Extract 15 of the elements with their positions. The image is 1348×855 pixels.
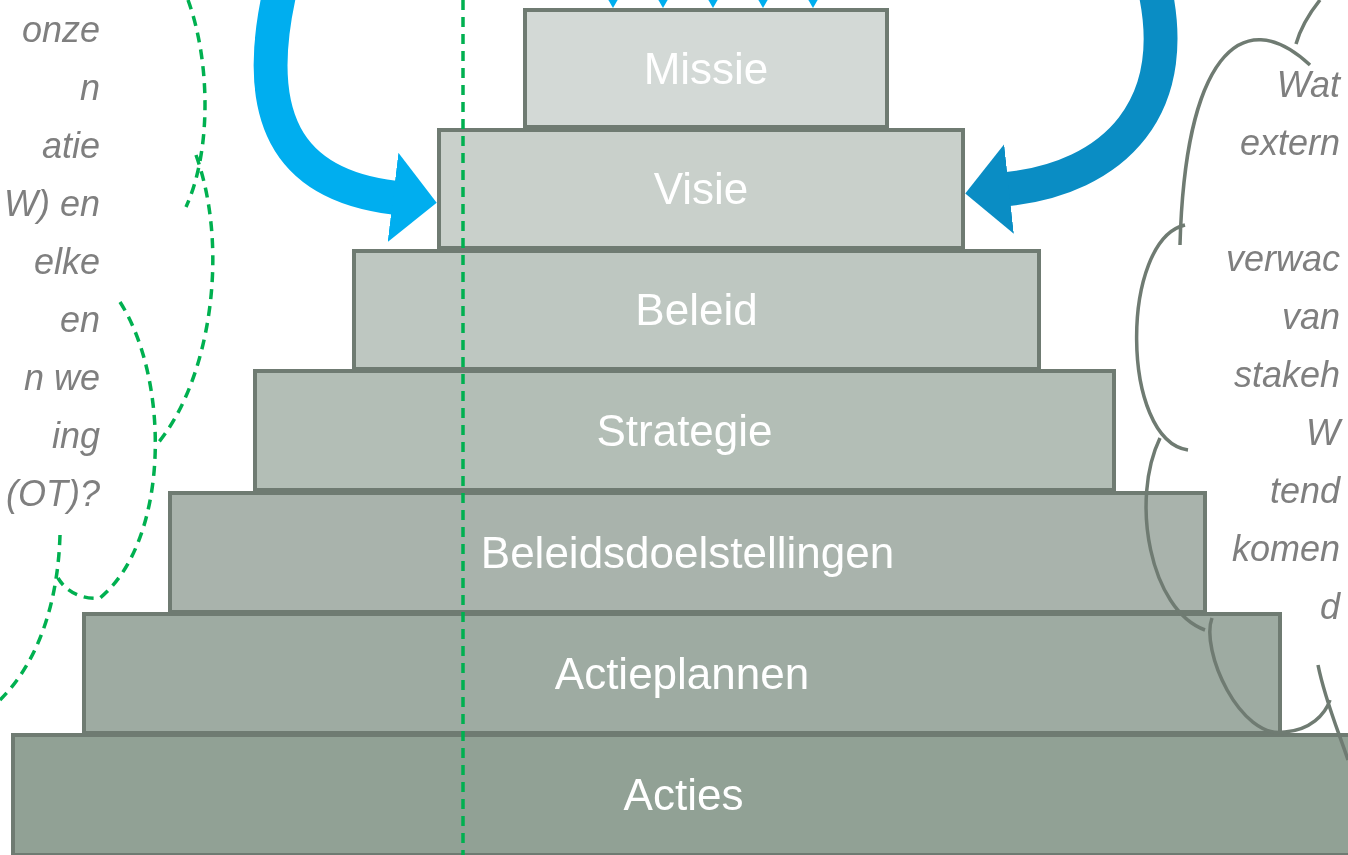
tier-label: Acties	[623, 770, 744, 820]
tier-label: Beleid	[635, 285, 758, 335]
callout-text: onze n atie W) en elke en n we ing (OT)?	[3, 8, 100, 516]
tier-label: Beleidsdoelstellingen	[480, 527, 895, 578]
curved-arrow	[965, 0, 1178, 234]
tier-label: Strategie	[596, 405, 773, 456]
pyramid-tier	[82, 612, 1282, 735]
curved-arrow	[253, 0, 437, 242]
pyramid-tier	[437, 128, 965, 250]
tier-label: Actieplannen	[554, 648, 810, 699]
pyramid-tier	[168, 491, 1207, 614]
pyramid-tier	[523, 8, 889, 129]
pyramid-tier	[253, 369, 1116, 492]
pyramid-tier	[11, 733, 1348, 855]
pyramid-tier	[352, 249, 1041, 371]
